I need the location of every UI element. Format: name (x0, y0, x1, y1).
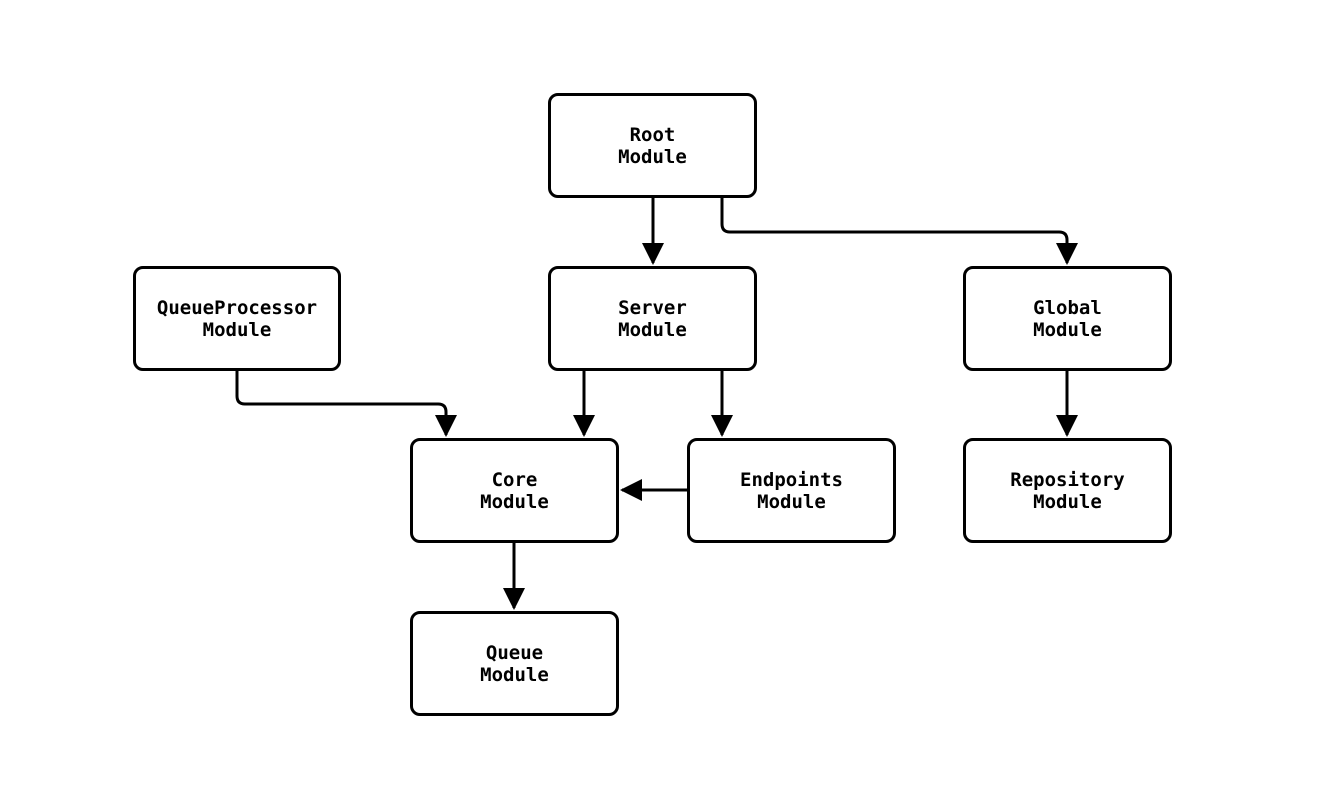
node-queueprocessor-module: QueueProcessor Module (133, 266, 341, 371)
node-server-module: Server Module (548, 266, 757, 371)
node-root-line2: Module (618, 145, 687, 168)
node-endpoints-line2: Module (757, 490, 826, 513)
node-global-module-label: Global Module (1033, 297, 1102, 341)
node-core-line2: Module (480, 490, 549, 513)
node-queueprocessor-line1: QueueProcessor (156, 296, 318, 319)
node-queueprocessor-line2: Module (202, 318, 272, 341)
node-server-line2: Module (618, 318, 687, 341)
edge-root-to-global (720, 198, 1078, 265)
node-repository-module-label: Repository Module (1010, 469, 1124, 513)
node-queue-module-label: Queue Module (480, 642, 549, 686)
node-repository-line1: Repository (1010, 468, 1125, 491)
node-server-module-label: Server Module (618, 297, 687, 341)
node-core-module: Core Module (410, 438, 619, 543)
node-queueprocessor-module-label: QueueProcessor Module (157, 297, 317, 341)
node-repository-module: Repository Module (963, 438, 1172, 543)
node-core-module-label: Core Module (480, 469, 549, 513)
node-endpoints-module-label: Endpoints Module (740, 469, 843, 513)
edge-queueprocessor-to-core (235, 371, 457, 437)
node-root-module-label: Root Module (618, 124, 687, 168)
node-root-line1: Root (629, 123, 676, 146)
node-server-line1: Server (618, 296, 687, 319)
node-endpoints-module: Endpoints Module (687, 438, 896, 543)
node-repository-line2: Module (1033, 490, 1102, 513)
node-endpoints-line1: Endpoints (740, 468, 843, 491)
node-root-module: Root Module (548, 93, 757, 198)
node-queue-line1: Queue (485, 641, 544, 664)
node-core-line1: Core (491, 468, 538, 491)
node-queue-module: Queue Module (410, 611, 619, 716)
node-global-module: Global Module (963, 266, 1172, 371)
node-queue-line2: Module (480, 663, 549, 686)
node-global-line1: Global (1033, 296, 1102, 319)
node-global-line2: Module (1033, 318, 1102, 341)
